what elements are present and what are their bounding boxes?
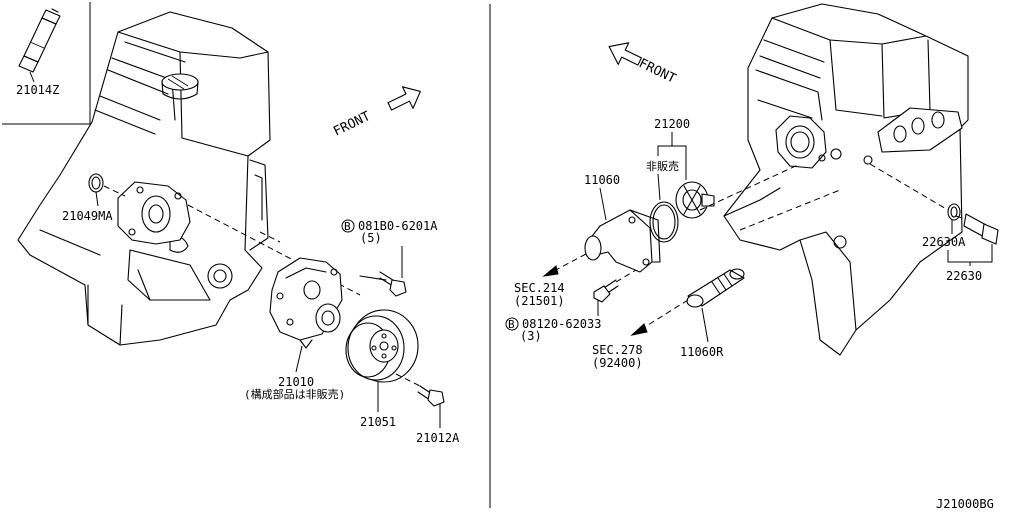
label-08120: 08120-62033 (522, 317, 601, 331)
pump-bolt-part (359, 271, 407, 297)
water-pump-part (269, 257, 343, 349)
label-21012A: 21012A (416, 431, 460, 445)
front-label-left: FRONT (331, 109, 373, 140)
pulley-part (345, 309, 419, 383)
front-arrow-right-icon (608, 42, 642, 66)
left-bolt-marker: B (344, 220, 351, 233)
thermostat-part (675, 181, 715, 219)
pipe-part (686, 268, 745, 308)
label-081B0: 081B0-6201A (358, 219, 438, 233)
bolt-marker-circle-right (505, 317, 519, 331)
label-sec278-ref: (92400) (592, 356, 643, 370)
label-sec278: SEC.278 (592, 343, 643, 357)
label-081B0-qty: (5) (360, 231, 382, 245)
label-21051: 21051 (360, 415, 396, 429)
inset-part-label: 21014Z (16, 83, 59, 97)
arrow-sec278-icon (630, 299, 689, 336)
label-21200-note: 非販売 (646, 160, 679, 173)
front-arrow-left-icon (387, 86, 421, 111)
label-sec214: SEC.214 (514, 281, 565, 295)
label-sec214-ref: (21501) (514, 294, 565, 308)
outlet-bolt-part (593, 279, 619, 303)
sealant-tube-icon (18, 8, 61, 73)
label-22630A: 22630A (922, 235, 966, 249)
label-11060R: 11060R (680, 345, 724, 359)
o-ring-part (88, 173, 104, 193)
gasket-ring-part (649, 201, 679, 243)
inset-box: 21014Z (2, 2, 91, 125)
left-engine-block (17, 11, 271, 346)
label-11060: 11060 (584, 173, 620, 187)
label-08120-qty: (3) (520, 329, 542, 343)
bolt-marker-circle (341, 219, 355, 233)
temperature-sensor-part (955, 213, 999, 245)
label-22630: 22630 (946, 269, 982, 283)
label-21200: 21200 (654, 117, 690, 131)
label-21049MA: 21049MA (62, 209, 113, 223)
right-bolt-marker: B (508, 318, 515, 331)
sensor-washer-part (947, 203, 961, 221)
label-21010: 21010 (278, 375, 314, 389)
water-outlet-part (584, 209, 661, 273)
label-21010-note: (構成部品は非販売) (244, 387, 345, 401)
right-engine-block (723, 3, 969, 356)
pump-mount-face (117, 181, 191, 245)
arrow-sec214-icon (542, 253, 587, 277)
diagram-code: J21000BG (936, 497, 994, 511)
front-label-right: FRONT (636, 56, 678, 87)
pulley-bolt-part (417, 385, 445, 407)
